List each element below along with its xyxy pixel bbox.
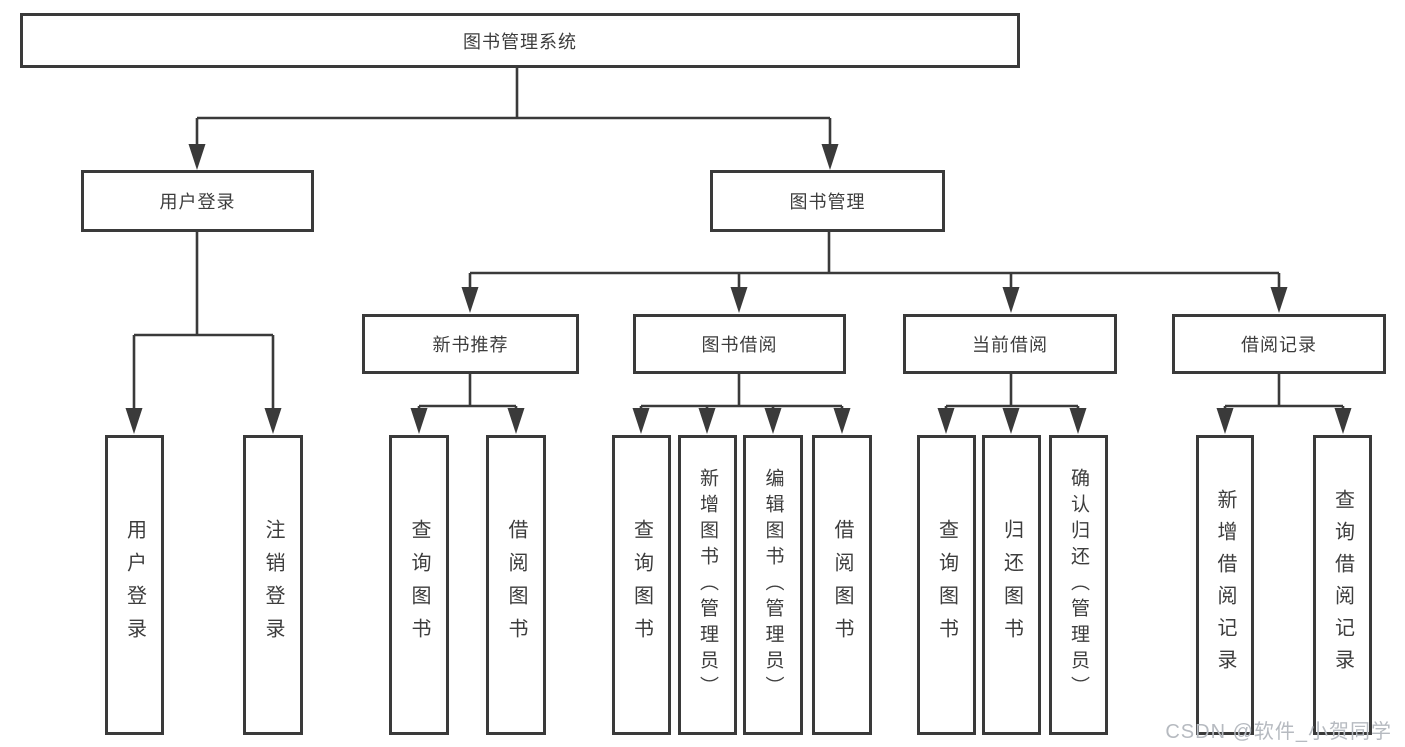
leaf-label: 查询图书 — [935, 519, 958, 651]
leaf-borrow-books-borrowing: 借阅图书 — [812, 435, 872, 735]
node-label: 新书推荐 — [432, 335, 509, 355]
leaf-query-books-current: 查询图书 — [917, 435, 976, 735]
leaf-edit-books-admin: 编辑图书（管理员） — [743, 435, 803, 735]
node-library-management-system: 图书管理系统 — [20, 13, 1020, 68]
leaf-add-books-admin: 新增图书（管理员） — [678, 435, 737, 735]
node-label: 借阅记录 — [1241, 335, 1317, 355]
leaf-label: 借阅图书 — [505, 519, 527, 651]
leaf-user-login: 用户登录 — [105, 435, 164, 735]
watermark: CSDN @软件_小贺同学 — [1165, 721, 1392, 743]
leaf-borrow-books-recommend: 借阅图书 — [486, 435, 546, 735]
node-user-login: 用户登录 — [81, 170, 314, 232]
node-label: 用户登录 — [159, 192, 236, 212]
leaf-label: 注销登录 — [262, 519, 284, 651]
leaf-query-books-recommend: 查询图书 — [389, 435, 449, 735]
leaf-label: 查询图书 — [408, 519, 430, 651]
leaf-label: 查询图书 — [630, 519, 653, 651]
node-label: 图书管理系统 — [463, 31, 577, 52]
node-current-borrowing: 当前借阅 — [903, 314, 1117, 374]
node-book-management: 图书管理 — [710, 170, 945, 232]
leaf-return-books: 归还图书 — [982, 435, 1041, 735]
leaf-label: 查询借阅记录 — [1331, 489, 1354, 681]
node-label: 图书借阅 — [701, 335, 778, 355]
leaf-query-books-borrowing: 查询图书 — [612, 435, 671, 735]
leaf-label: 借阅图书 — [831, 519, 853, 651]
leaf-confirm-return-admin: 确认归还（管理员） — [1049, 435, 1108, 735]
node-label: 当前借阅 — [972, 335, 1048, 355]
node-new-book-recommend: 新书推荐 — [362, 314, 579, 374]
leaf-label: 编辑图书（管理员） — [762, 468, 784, 702]
leaf-label: 用户登录 — [123, 519, 146, 651]
leaf-add-borrow-record: 新增借阅记录 — [1196, 435, 1254, 735]
node-borrow-records: 借阅记录 — [1172, 314, 1386, 374]
arrowheads — [125, 144, 1352, 434]
node-book-borrowing: 图书借阅 — [633, 314, 846, 374]
leaf-label: 归还图书 — [1000, 519, 1023, 651]
leaf-label: 确认归还（管理员） — [1068, 468, 1089, 702]
leaf-label: 新增借阅记录 — [1214, 489, 1236, 681]
leaf-logout: 注销登录 — [243, 435, 303, 735]
leaf-query-borrow-record: 查询借阅记录 — [1313, 435, 1372, 735]
leaf-label: 新增图书（管理员） — [697, 468, 718, 702]
node-label: 图书管理 — [789, 192, 866, 212]
